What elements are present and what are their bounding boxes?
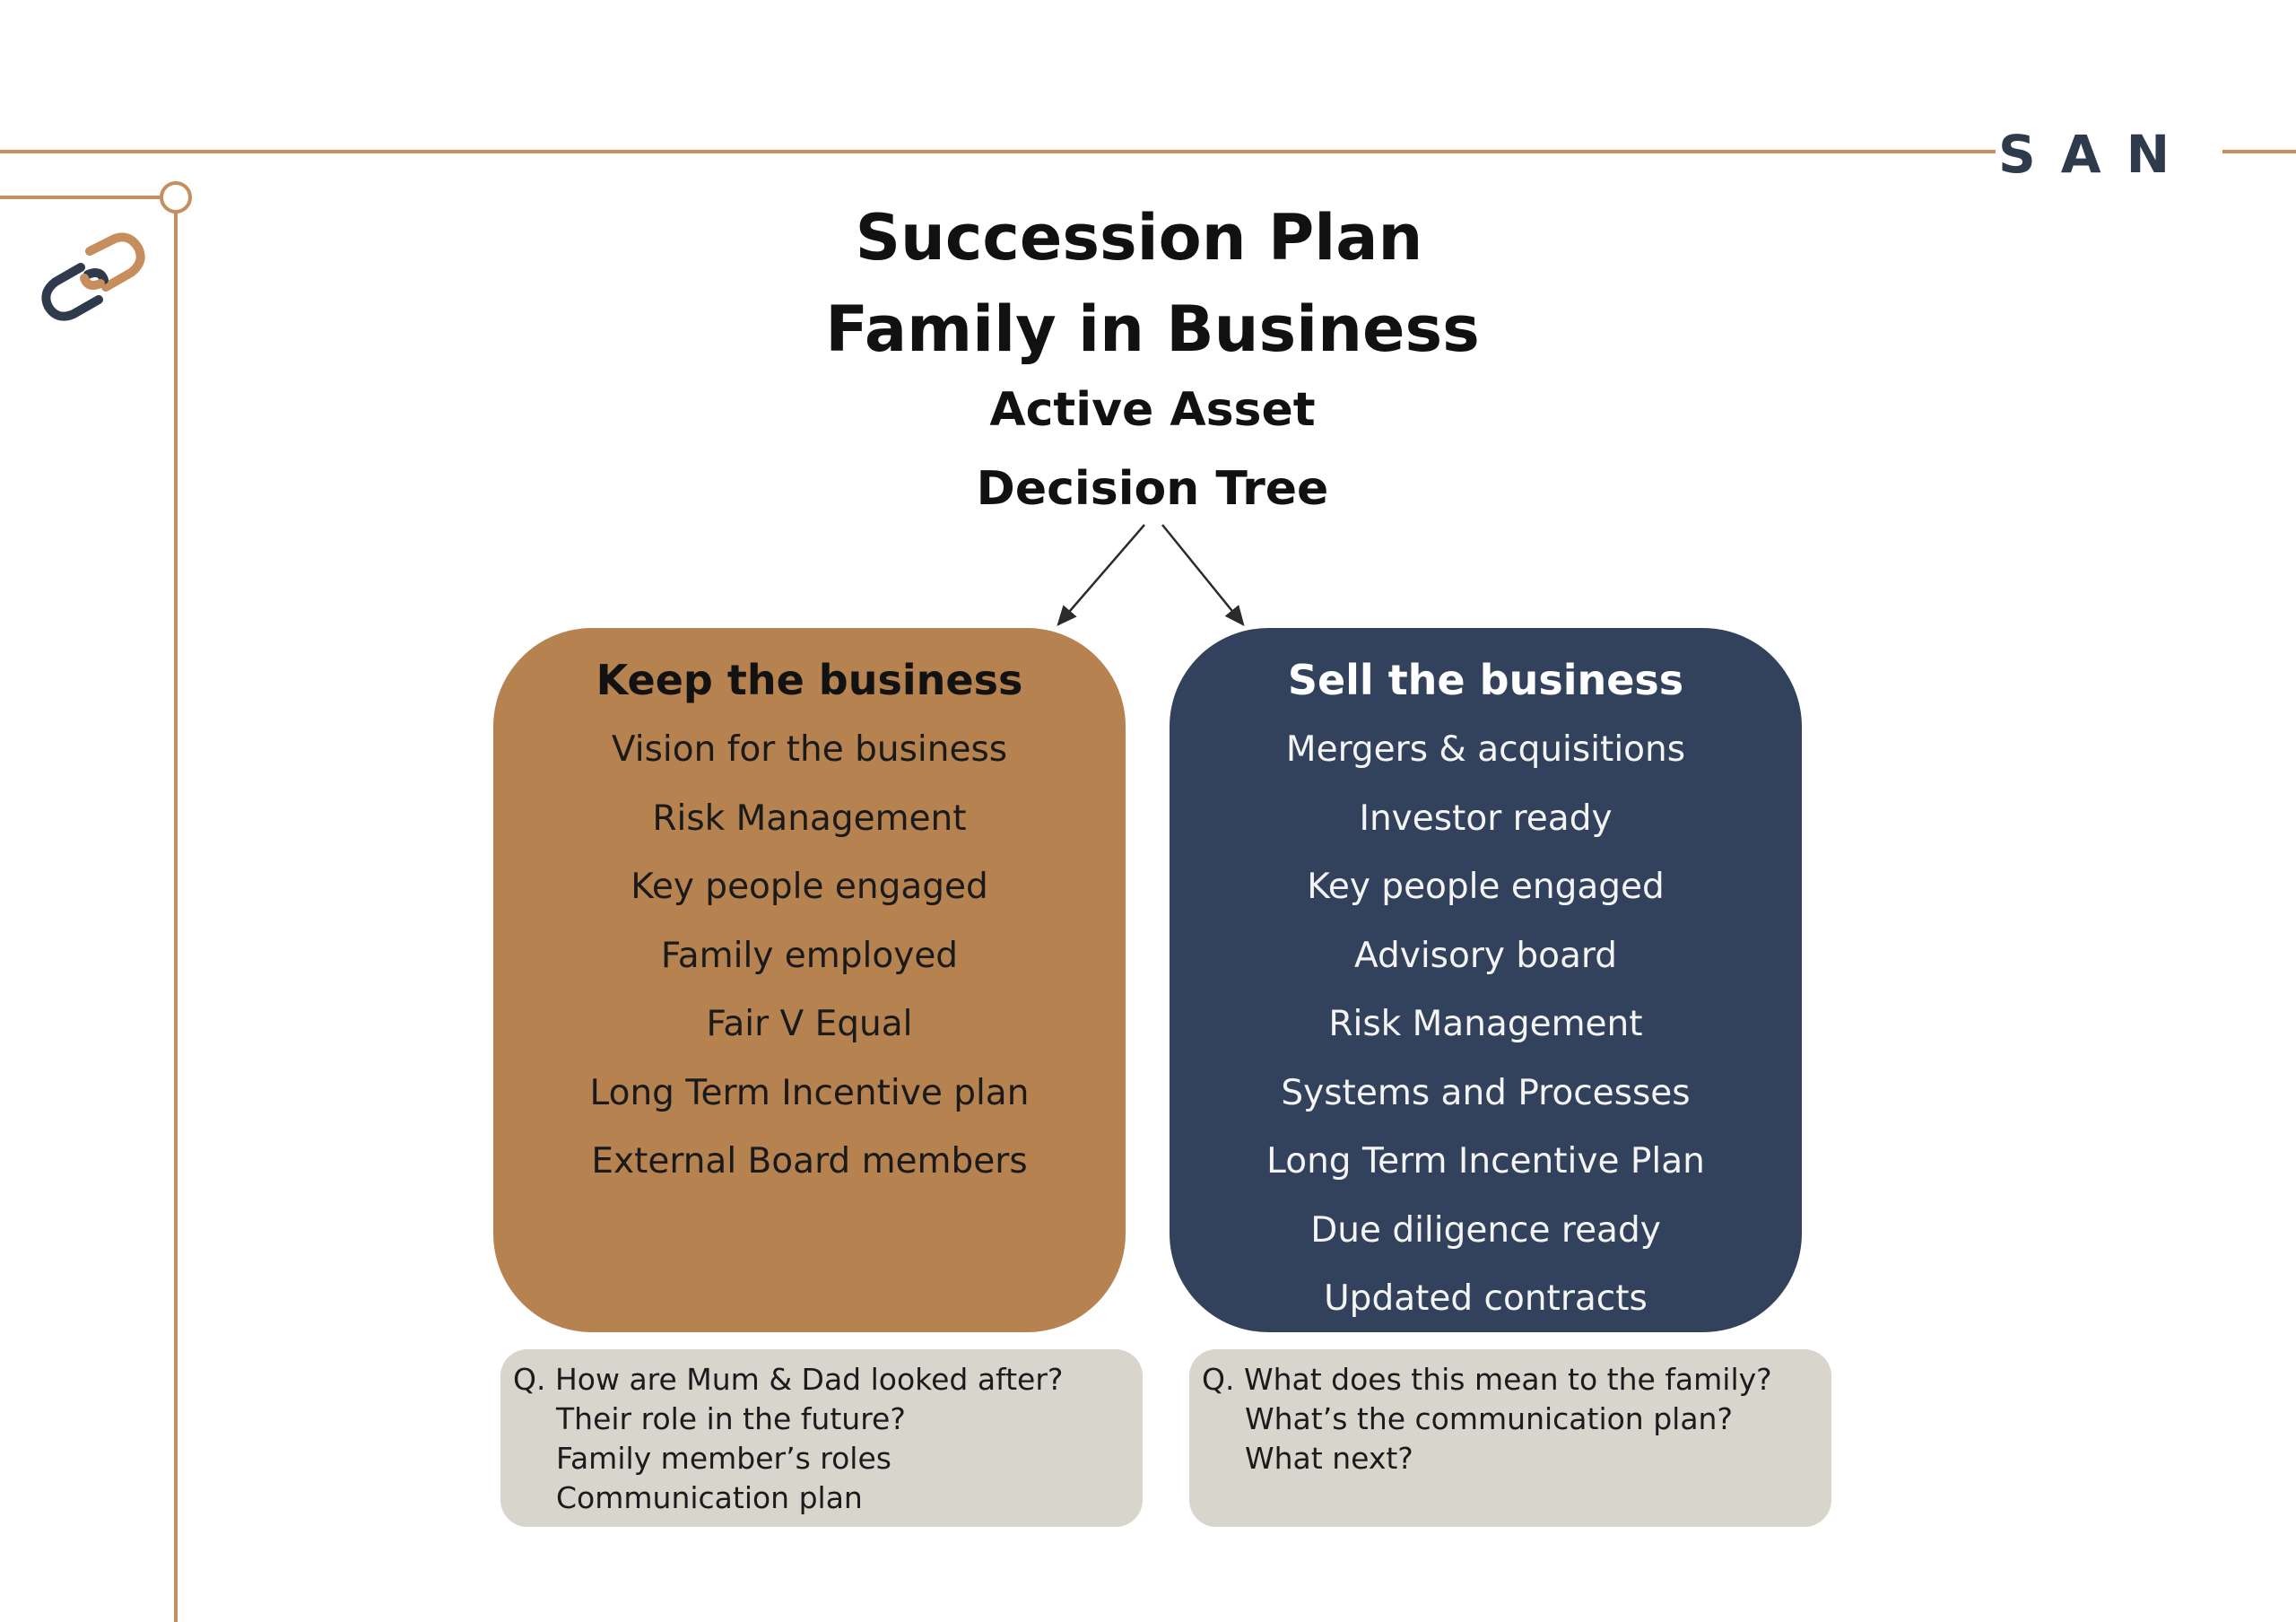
list-item: Long Term Incentive Plan	[1266, 1141, 1705, 1182]
sell-business-list: Mergers & acquisitions Investor ready Ke…	[1170, 716, 1802, 1334]
page-subtitle-line-2: Decision Tree	[976, 462, 1329, 516]
question-line: What’s the communication plan?	[1245, 1401, 1733, 1436]
question-line: What next?	[1245, 1441, 1413, 1476]
list-item: Systems and Processes	[1281, 1072, 1691, 1113]
sell-business-box: Sell the business Mergers & acquisitions…	[1170, 628, 1802, 1332]
question-line: Communication plan	[556, 1480, 863, 1515]
list-item: External Board members	[591, 1141, 1028, 1182]
keep-business-heading: Keep the business	[596, 656, 1023, 704]
list-item: Key people engaged	[1307, 867, 1665, 907]
side-rule-node	[160, 181, 192, 214]
keep-business-list: Vision for the business Risk Management …	[493, 716, 1126, 1197]
sell-business-heading: Sell the business	[1287, 656, 1684, 704]
link-logo-icon	[41, 232, 145, 321]
list-item: Updated contracts	[1324, 1278, 1648, 1319]
brand-wordmark: SAN	[1998, 124, 2196, 185]
list-item: Fair V Equal	[706, 1004, 913, 1044]
list-item: Mergers & acquisitions	[1285, 729, 1686, 770]
question-line: Their role in the future?	[556, 1401, 906, 1436]
list-item: Family employed	[660, 935, 959, 976]
list-item: Long Term Incentive plan	[589, 1072, 1030, 1113]
keep-business-box: Keep the business Vision for the busines…	[493, 628, 1126, 1332]
list-item: Vision for the business	[611, 729, 1008, 770]
list-item: Risk Management	[652, 798, 967, 839]
list-item: Advisory board	[1354, 935, 1617, 976]
list-item: Investor ready	[1359, 798, 1613, 839]
keep-business-questions: Q. How are Mum & Dad looked after? Their…	[500, 1349, 1143, 1527]
page-title: Succession Plan	[855, 201, 1423, 275]
question-line: Family member’s roles	[556, 1441, 891, 1476]
list-item: Key people engaged	[631, 867, 988, 907]
question-line: Q. How are Mum & Dad looked after?	[513, 1362, 1064, 1397]
page-subtitle: Active Asset	[989, 383, 1316, 437]
list-item: Due diligence ready	[1310, 1209, 1661, 1251]
page-title-line-2: Family in Business	[825, 292, 1480, 366]
question-line: Q. What does this mean to the family?	[1202, 1362, 1772, 1397]
sell-business-questions: Q. What does this mean to the family? Wh…	[1189, 1349, 1831, 1527]
list-item: Risk Management	[1328, 1004, 1643, 1044]
